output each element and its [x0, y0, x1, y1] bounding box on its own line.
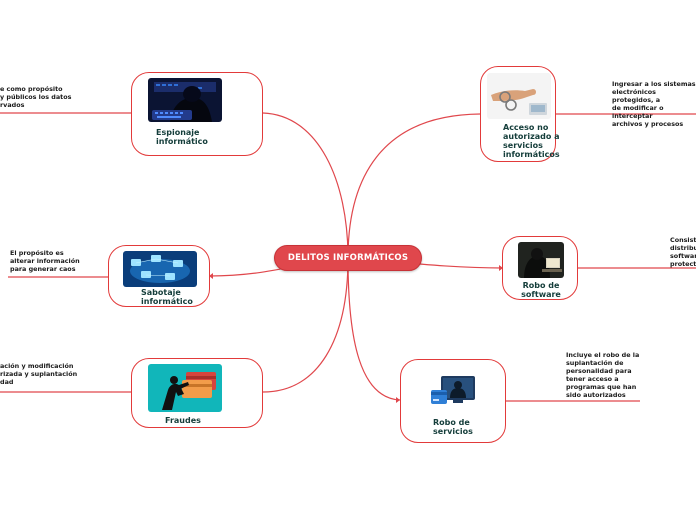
hooded-hacker-image	[518, 242, 564, 278]
central-topic-label: DELITOS INFORMÁTICOS	[287, 253, 409, 263]
hacker-monitor-image	[429, 372, 479, 412]
node-servicios-label: Robo de servicios	[433, 418, 473, 436]
link-acceso	[347, 113, 481, 259]
node-espionaje-label: Espionaje informático	[156, 128, 208, 146]
note-fraudes: ación y modificación rizada y suplantaci…	[0, 362, 78, 386]
arrowhead-sabotaje	[209, 273, 213, 279]
card-thief-image	[148, 364, 222, 412]
link-servicios	[347, 257, 401, 401]
digital-network-image	[123, 251, 197, 287]
node-fraudes-label: Fraudes	[165, 416, 201, 425]
node-sabotaje-label: Sabotaje informático	[141, 288, 193, 306]
note-espionaje: e como propósito y públicos los datos rv…	[0, 85, 72, 109]
node-acceso-label: Acceso no autorizado a servicios informá…	[503, 123, 560, 159]
note-sabotaje: El propósito es alterar información para…	[10, 249, 80, 273]
link-fraudes	[262, 257, 349, 393]
node-software-label: Robo de software	[521, 281, 561, 299]
node-espionaje[interactable]: Espionaje informático	[131, 72, 263, 156]
central-topic[interactable]: DELITOS INFORMÁTICOS	[274, 245, 422, 271]
arrowhead-servicios	[396, 397, 400, 403]
arrowhead-software	[499, 265, 503, 271]
node-servicios[interactable]: Robo de servicios	[400, 359, 506, 443]
handcuffed-hand-image	[487, 73, 551, 119]
node-sabotaje[interactable]: Sabotaje informático	[108, 245, 210, 307]
node-software[interactable]: Robo de software	[502, 236, 578, 300]
note-software: Consiste distribuir software protecti	[670, 236, 696, 268]
hacker-keyboard-image	[148, 78, 222, 122]
note-acceso: Ingresar a los sistemas electrónicos pro…	[612, 80, 696, 128]
note-servicios: Incluye el robo de la suplantación de pe…	[566, 351, 640, 399]
node-fraudes[interactable]: Fraudes	[131, 358, 263, 428]
link-espionaje	[262, 112, 349, 259]
node-acceso[interactable]: Acceso no autorizado a servicios informá…	[480, 66, 560, 162]
